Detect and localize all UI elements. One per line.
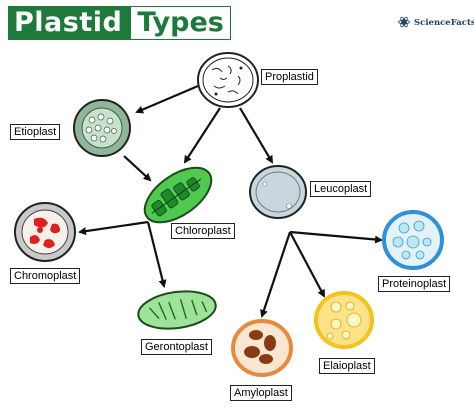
arrow-proplastid-etioplast bbox=[135, 84, 199, 114]
arrow-chloroplast-chromoplast bbox=[78, 220, 149, 236]
elaioplast-shape bbox=[314, 291, 374, 349]
gerontoplast-shape bbox=[137, 290, 217, 330]
label-proteinoplast: Proteinoplast bbox=[378, 276, 451, 292]
brand-logo: ScienceFacts.net bbox=[396, 12, 474, 36]
proteinoplast-shape bbox=[382, 210, 444, 270]
arrow-etioplast-chloroplast bbox=[123, 155, 152, 182]
title-word-plastid: Plastid bbox=[8, 6, 131, 40]
label-gerontoplast: Gerontoplast bbox=[141, 339, 212, 355]
arrow-chloroplast-gerontoplast bbox=[146, 221, 167, 288]
label-amyloplast: Amyloplast bbox=[230, 385, 292, 401]
brand-name: ScienceFacts.net bbox=[414, 18, 474, 28]
arrow-leucoplast-elaioplast bbox=[289, 231, 325, 298]
arrows bbox=[78, 84, 383, 318]
label-leucoplast: Leucoplast bbox=[310, 181, 372, 197]
label-etioplast: Etioplast bbox=[10, 124, 61, 140]
label-chloroplast: Chloroplast bbox=[171, 223, 235, 239]
chloroplast-shape bbox=[143, 166, 213, 224]
label-elaioplast: Elaioplast bbox=[319, 358, 375, 374]
etioplast-shape bbox=[73, 99, 131, 157]
label-proplastid: Proplastid bbox=[261, 69, 318, 85]
arrow-proplastid-leucoplast bbox=[239, 107, 274, 164]
chromoplast-shape bbox=[14, 202, 76, 262]
amyloplast-shape bbox=[231, 319, 293, 377]
arrow-proplastid-chloroplast bbox=[183, 107, 221, 164]
title-word-types: Types bbox=[130, 6, 231, 40]
proplastid-shape bbox=[197, 52, 259, 108]
label-chromoplast: Chromoplast bbox=[10, 268, 81, 284]
atom-icon bbox=[398, 16, 410, 28]
arrow-leucoplast-proteinoplast bbox=[289, 230, 383, 244]
title-banner: Plastid Types bbox=[8, 6, 231, 40]
leucoplast-shape bbox=[249, 165, 307, 219]
arrow-leucoplast-amyloplast bbox=[260, 231, 292, 318]
